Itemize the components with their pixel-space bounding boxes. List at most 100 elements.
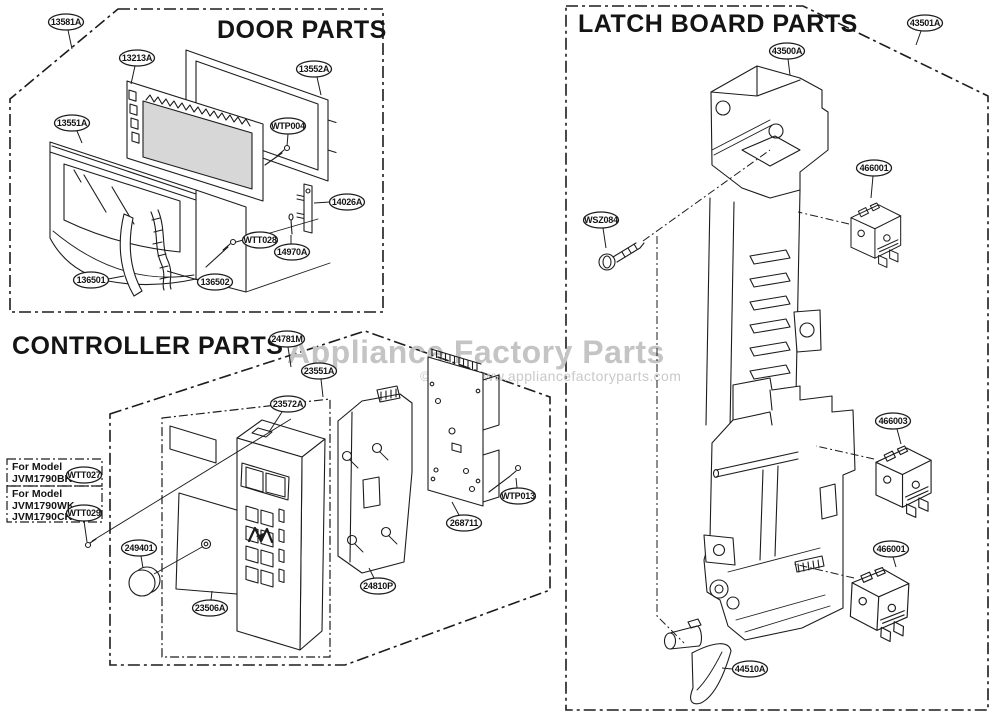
part-label-text: WTT029 (67, 508, 101, 518)
model-box1-line1: For Model (12, 461, 62, 473)
part-label-13581a-0: 13581A (47, 13, 85, 50)
part-label-136501-8: 136501 (72, 271, 125, 289)
part-label-oval (731, 660, 769, 678)
part-label-text: 23572A (273, 399, 304, 409)
label-leader-line (316, 76, 322, 96)
part-label-oval (268, 330, 306, 348)
part-label-wtt029-14: WTT029 (65, 504, 103, 543)
part-label-text: 466001 (877, 544, 906, 554)
art-screw-wtp004 (264, 144, 291, 166)
part-label-43501a-20: 43501A (906, 14, 944, 46)
part-label-oval (196, 273, 234, 291)
label-leader-line (313, 201, 331, 204)
part-label-44510a-26: 44510A (721, 660, 769, 678)
label-leader-line (451, 501, 460, 516)
part-label-oval (47, 13, 85, 31)
art-screw-wtp013 (488, 464, 522, 493)
part-label-43500a-21: 43500A (768, 42, 806, 76)
art-support-24810P (337, 385, 413, 574)
part-label-text: 13552A (299, 64, 330, 74)
door-section-title: DOOR PARTS (217, 16, 387, 44)
label-leader-line (83, 520, 88, 543)
label-leader-line (210, 590, 213, 601)
label-leader-line (915, 30, 922, 46)
model-note-box-2: For Model JVM1790WK JVM1790CK (6, 485, 103, 523)
part-label-oval (582, 211, 620, 229)
label-leader-line (76, 130, 83, 144)
part-label-13552a-2: 13552A (295, 60, 333, 96)
label-leader-line (140, 555, 144, 569)
door-section-border (9, 8, 384, 313)
part-label-oval (906, 14, 944, 32)
label-leader-line (896, 428, 902, 445)
part-label-oval (120, 539, 158, 557)
part-label-text: 466001 (860, 163, 889, 173)
part-label-oval (72, 271, 110, 289)
label-leader-line (130, 65, 136, 85)
part-label-text: WTP004 (271, 121, 305, 131)
part-label-wtp013-19: WTP013 (499, 477, 537, 505)
art-bracket-14026A (296, 183, 313, 234)
part-label-text: 466003 (879, 416, 908, 426)
part-label-text: WTT027 (67, 470, 101, 480)
part-label-oval (65, 466, 103, 484)
part-label-oval (191, 599, 229, 617)
part-label-text: 136501 (77, 275, 106, 285)
part-label-text: WTT028 (243, 235, 277, 245)
part-label-268711-18: 268711 (445, 501, 483, 532)
latch-section-border (565, 5, 989, 711)
watermark-url: © http://www.appliancefactoryparts.com (420, 368, 681, 384)
part-label-text: 13551A (57, 118, 88, 128)
part-label-oval (328, 193, 366, 211)
art-switch-466001-lower (848, 565, 911, 643)
art-membrane-23506A (175, 492, 241, 595)
model-box2-line3: JVM1790CK (12, 511, 73, 523)
label-leader-line (870, 175, 874, 199)
part-label-oval (359, 577, 397, 595)
latch-dash-leaders (642, 149, 875, 644)
label-leader-line (166, 270, 199, 281)
part-label-oval (269, 117, 307, 135)
art-latch-lower-housing (703, 377, 856, 641)
part-label-oval (768, 42, 806, 60)
part-label-136502-9: 136502 (166, 270, 234, 291)
art-inner-frame-13213A (126, 80, 264, 202)
art-switch-466001-upper (850, 202, 902, 268)
part-label-text: WTP013 (501, 491, 535, 501)
part-label-oval (874, 412, 912, 430)
part-label-text: WSZ084 (584, 215, 618, 225)
latch-section-title: LATCH BOARD PARTS (578, 10, 858, 38)
part-label-text: 43501A (910, 18, 941, 28)
part-label-466003-24: 466003 (874, 412, 912, 445)
part-label-466001-23: 466001 (855, 159, 893, 199)
part-label-oval (855, 159, 893, 177)
part-label-text: 44510A (735, 664, 766, 674)
part-label-wsz084-22: WSZ084 (582, 211, 620, 249)
art-screw-wtt028 (205, 238, 237, 268)
part-label-text: 249401 (125, 543, 154, 553)
part-label-oval (499, 487, 537, 505)
label-leader-line (368, 567, 375, 579)
part-label-oval (300, 362, 338, 380)
controller-section-title: CONTROLLER PARTS (12, 332, 283, 360)
art-latch-top-block-43500A (710, 65, 829, 199)
part-label-466001-25: 466001 (872, 540, 910, 568)
label-leader-line (602, 227, 607, 249)
part-label-23572a-12: 23572A (268, 395, 307, 433)
part-label-oval (241, 231, 279, 249)
label-leader-line (286, 133, 289, 147)
art-controller-sticker (169, 425, 217, 464)
part-label-text: 136502 (201, 277, 230, 287)
label-leader-line (515, 477, 518, 489)
part-label-text: 268711 (450, 518, 479, 528)
part-label-text: 14026A (332, 197, 363, 207)
part-label-oval (65, 504, 103, 522)
part-label-14970a-7: 14970A (273, 235, 311, 261)
art-panel-23572A (236, 419, 326, 651)
part-label-text: 14970A (277, 247, 308, 257)
part-label-oval (269, 395, 307, 413)
controller-inner-border (161, 398, 331, 658)
part-label-text: 23506A (195, 603, 226, 613)
art-door-handle-136501 (119, 213, 143, 297)
part-label-14026a-5: 14026A (313, 193, 366, 211)
